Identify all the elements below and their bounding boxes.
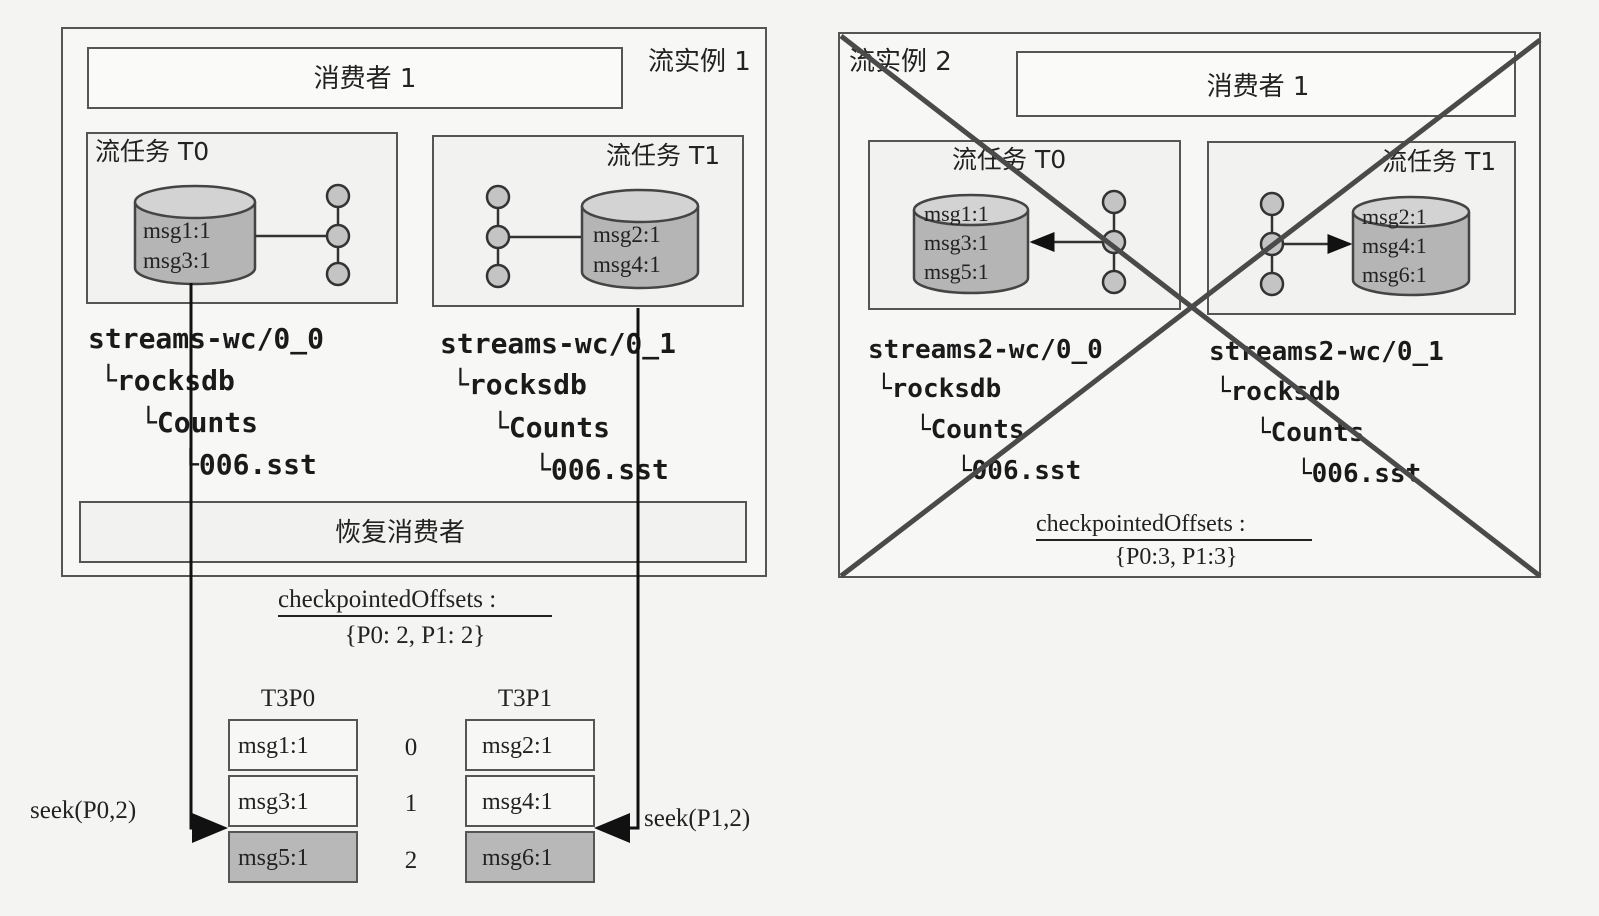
seek-p0-label: seek(P0,2) — [30, 797, 136, 824]
offset-label: 1 — [405, 790, 418, 817]
dir-rocksdb: └rocksdb — [1215, 375, 1340, 407]
processor-topology-icon — [325, 183, 351, 287]
state-store-cylinder: msg1:1 msg3:1 msg5:1 — [912, 193, 1030, 295]
dir-sst-file: └006.sst — [1296, 457, 1421, 489]
task-t1-title: 流任务 T1 — [606, 141, 720, 170]
store-entry: msg1:1 — [924, 201, 989, 226]
state-store-cylinder: msg2:1 msg4:1 msg6:1 — [1351, 195, 1471, 297]
checkpoint-label: checkpointedOffsets : — [1036, 511, 1246, 537]
dir-sst-file: └006.sst — [182, 447, 317, 481]
partition-record: msg6:1 — [482, 845, 553, 871]
state-directory-0_1: streams-wc/0_1 └rocksdb └Counts └006.sst — [440, 327, 676, 486]
task-t1-title: 流任务 T1 — [1382, 147, 1496, 176]
partition-record: msg5:1 — [238, 845, 309, 871]
partition-record: msg4:1 — [482, 789, 553, 815]
task-t0-title: 流任务 T0 — [95, 137, 209, 166]
dir-sst-file: └006.sst — [956, 454, 1081, 486]
partition-p1-title: T3P1 — [498, 685, 552, 712]
task-t0-title: 流任务 T0 — [952, 145, 1066, 174]
consumer-label: 消费者 1 — [1207, 72, 1310, 102]
dir-path: streams-wc/0_0 — [88, 322, 324, 355]
store-entry: msg1:1 — [143, 218, 211, 243]
state-store-cylinder: msg1:1 msg3:1 — [133, 184, 257, 286]
checkpointed-offsets: checkpointedOffsets : {P0: 2, P1: 2} — [278, 586, 552, 649]
checkpoint-value: {P0: 2, P1: 2} — [345, 622, 486, 649]
dir-sst-file: └006.sst — [534, 452, 669, 486]
store-entry: msg5:1 — [924, 259, 989, 284]
dir-counts: └Counts — [140, 405, 258, 439]
store-entry: msg6:1 — [1362, 262, 1427, 287]
restore-flow-arrows — [189, 283, 640, 843]
restore-consumer-label: 恢复消费者 — [335, 518, 465, 548]
offset-label: 0 — [405, 734, 418, 761]
state-store-cylinder: msg2:1 msg4:1 — [580, 188, 700, 290]
consumer-label: 消费者 1 — [314, 64, 417, 94]
checkpoint-value: {P0:3, P1:3} — [1114, 544, 1237, 570]
dir-counts: └Counts — [1255, 416, 1365, 448]
state-directory-0_0: streams2-wc/0_0 └rocksdb └Counts └006.ss… — [868, 335, 1103, 486]
consumer-box — [1016, 51, 1516, 117]
state-directory-0_1: streams2-wc/0_1 └rocksdb └Counts └006.ss… — [1209, 337, 1444, 489]
state-directory-0_0: streams-wc/0_0 └rocksdb └Counts └006.sst — [88, 322, 324, 481]
consumer-box — [87, 47, 623, 109]
instance-2-title: 流实例 2 — [849, 47, 952, 77]
partition-record: msg1:1 — [238, 733, 309, 759]
store-entry: msg4:1 — [593, 252, 661, 277]
checkpoint-label: checkpointedOffsets : — [278, 586, 496, 613]
dir-rocksdb: └rocksdb — [452, 367, 587, 401]
topic-partitions: T3P0 T3P1 msg1:1 msg3:1 msg5:1 0 1 2 msg… — [30, 685, 750, 883]
processor-topology-icon — [1101, 189, 1127, 295]
stream-instance-2: 流实例 2 消费者 1 流任务 T0 msg1:1 msg3:1 msg5:1 … — [838, 32, 1542, 578]
dir-counts: └Counts — [492, 410, 610, 444]
store-entry: msg3:1 — [924, 230, 989, 255]
dir-path: streams-wc/0_1 — [440, 327, 676, 360]
partition-record: msg3:1 — [238, 789, 309, 815]
partition-record: msg2:1 — [482, 733, 553, 759]
partition-p0-title: T3P0 — [261, 685, 315, 712]
store-entry: msg2:1 — [1362, 204, 1427, 229]
dir-path: streams2-wc/0_1 — [1209, 337, 1444, 367]
store-entry: msg2:1 — [593, 222, 661, 247]
dir-path: streams2-wc/0_0 — [868, 335, 1103, 365]
offset-label: 2 — [405, 847, 418, 874]
stream-instance-1: 流实例 1 消费者 1 流任务 T0 msg1:1 msg3:1 流任务 T1 — [61, 27, 767, 577]
store-entry: msg4:1 — [1362, 233, 1427, 258]
dir-counts: └Counts — [915, 413, 1025, 445]
processor-topology-icon — [485, 184, 511, 289]
instance-1-title: 流实例 1 — [648, 47, 751, 77]
dir-rocksdb: └rocksdb — [100, 363, 235, 397]
dir-rocksdb: └rocksdb — [876, 372, 1001, 404]
seek-p1-label: seek(P1,2) — [644, 805, 750, 832]
crossed-out-x-icon — [839, 34, 1542, 578]
store-entry: msg3:1 — [143, 248, 211, 273]
